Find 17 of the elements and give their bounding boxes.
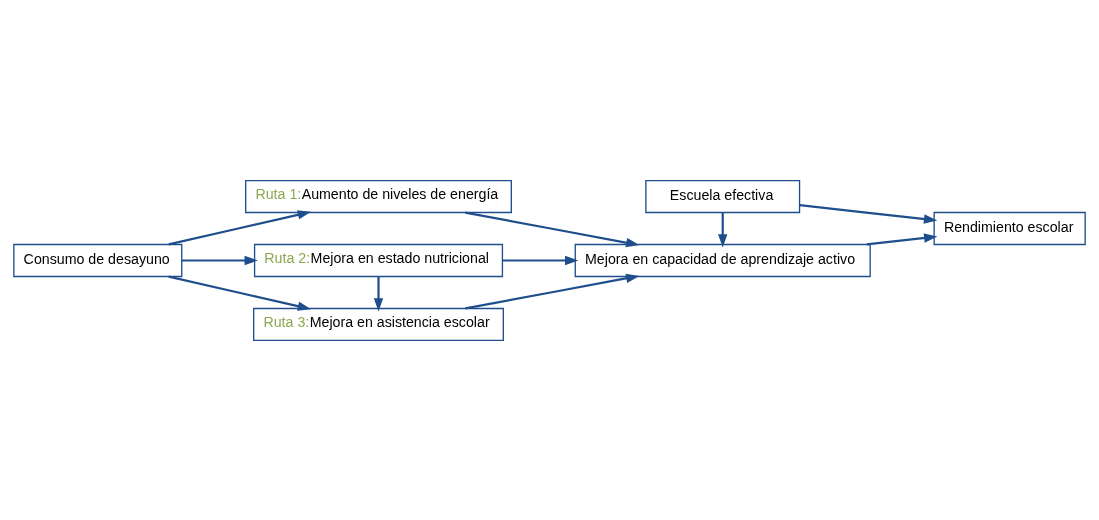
arrow bbox=[799, 203, 938, 224]
arrow bbox=[168, 274, 312, 311]
arrow bbox=[182, 255, 258, 265]
node-box: Rendimiento escolar bbox=[933, 211, 1086, 245]
node-box: Ruta 3:Mejora en asistencia escolar bbox=[253, 307, 504, 341]
node-box: Consumo de desayuno bbox=[13, 243, 183, 277]
arrow bbox=[866, 232, 938, 246]
node-box: Ruta 2:Mejora en estado nutricional bbox=[253, 243, 504, 277]
arrow bbox=[502, 255, 579, 265]
arrow bbox=[373, 276, 384, 312]
arrow bbox=[168, 209, 312, 246]
arrow bbox=[718, 212, 728, 248]
node-box: Escuela efectiva bbox=[645, 179, 801, 213]
arrow bbox=[465, 211, 640, 247]
arrow bbox=[465, 273, 640, 309]
node-box: Ruta 1:Aumento de niveles de energía bbox=[245, 179, 512, 213]
node-box: Mejora en capacidad de aprendizaje activo bbox=[574, 243, 871, 277]
